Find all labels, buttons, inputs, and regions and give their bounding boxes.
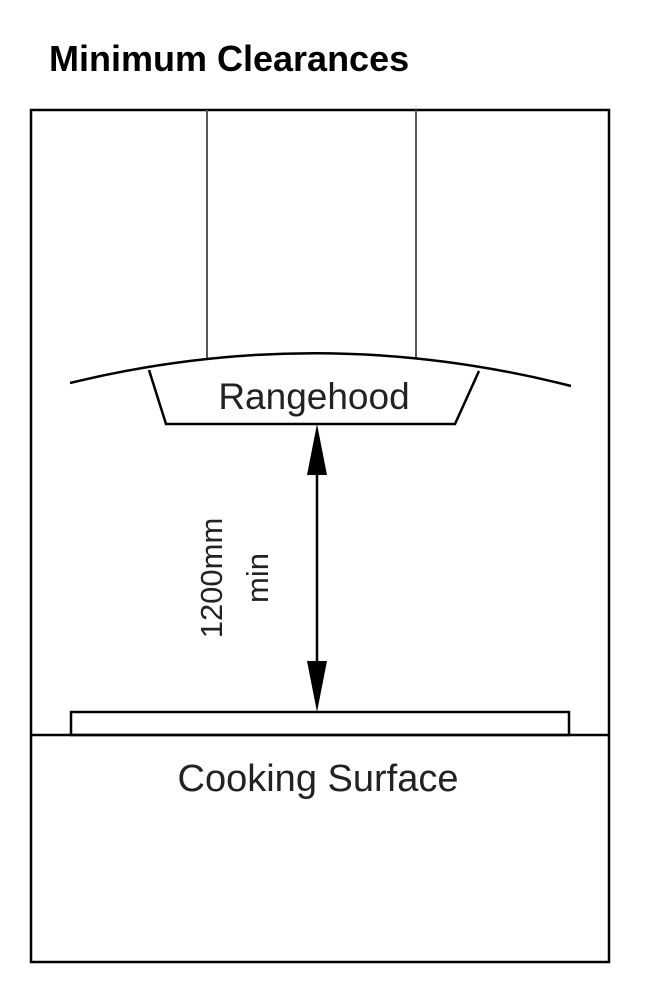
outer-frame [29, 108, 611, 964]
cooking-surface-label: Cooking Surface [178, 758, 459, 800]
cooktop-plate [69, 710, 571, 737]
rangehood-label: Rangehood [218, 376, 409, 417]
rangehood-body [147, 369, 481, 426]
rangehood-canopy [69, 351, 572, 388]
arrowhead-up-icon [307, 424, 327, 475]
clearance-value-label: 1200mm [194, 518, 229, 639]
arrowhead-down-icon [307, 661, 327, 712]
page-title: Minimum Clearances [49, 38, 410, 79]
clearance-label-group: 1200mm min [194, 518, 275, 639]
clearance-qualifier-label: min [240, 553, 275, 603]
